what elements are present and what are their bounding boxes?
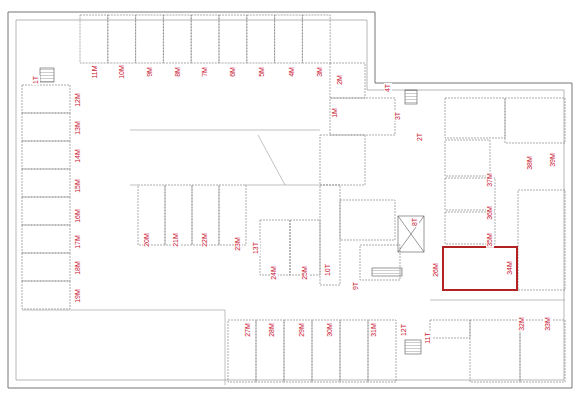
unit-number: 24M	[270, 265, 278, 281]
unit-number: 2M	[336, 74, 344, 86]
unit-number: 23M	[234, 236, 242, 252]
unit-number: 18M	[74, 260, 82, 276]
unit-number: 8M	[174, 66, 182, 78]
unit-number: 3M	[316, 66, 324, 78]
unit-number: 33M	[544, 316, 552, 332]
unit-number: 12T	[400, 323, 408, 337]
unit-number: 26M	[432, 262, 440, 278]
unit-number: 9T	[352, 281, 360, 291]
unit-number: 9M	[146, 66, 154, 78]
unit-number: 28M	[268, 322, 276, 338]
unit-number: 38M	[526, 155, 534, 171]
unit-number: 30M	[326, 322, 334, 338]
unit-number: 10T	[324, 263, 332, 277]
unit-number: 22M	[201, 232, 209, 248]
unit-number: 5M	[258, 66, 266, 78]
inner-wall	[16, 20, 564, 380]
unit-number: 29M	[298, 322, 306, 338]
storage-units	[22, 15, 565, 382]
unit-number: 31M	[370, 322, 378, 338]
unit-number: 14M	[74, 148, 82, 164]
unit-number: 7M	[201, 66, 209, 78]
unit-number: 12M	[74, 92, 82, 108]
unit-number: 6M	[229, 66, 237, 78]
unit-number: 39M	[549, 152, 557, 168]
unit-number: 16M	[74, 208, 82, 224]
unit-number: 32M	[518, 316, 526, 332]
unit-number: 3T	[394, 111, 402, 121]
unit-number: 11T	[424, 331, 432, 345]
unit-number: 25M	[301, 265, 309, 281]
unit-number: 13M	[74, 120, 82, 136]
unit-number: 34M	[506, 260, 514, 276]
unit-number: 11M	[91, 64, 99, 79]
unit-number: 27M	[244, 322, 252, 338]
unit-number: 15M	[74, 178, 82, 194]
unit-number: 1T	[32, 75, 40, 85]
unit-number: 36M	[486, 205, 494, 221]
unit-number: 13T	[252, 241, 260, 255]
drive-lines	[22, 130, 565, 385]
unit-number: 1M	[331, 107, 339, 119]
unit-number: 37M	[486, 172, 494, 188]
unit-number: 2T	[416, 132, 424, 142]
unit-number: 35M	[486, 232, 494, 248]
unit-number: 8T	[411, 217, 419, 227]
unit-number: 20M	[143, 232, 151, 248]
unit-number: 4T	[384, 83, 392, 93]
unit-number: 19M	[74, 288, 82, 304]
unit-number: 17M	[74, 234, 82, 250]
stair-symbols	[40, 68, 421, 354]
highlight-box	[443, 247, 517, 290]
unit-number: 10M	[118, 64, 126, 80]
elevator-symbol	[398, 216, 424, 252]
outer-wall	[8, 12, 572, 388]
unit-number: 21M	[172, 232, 180, 248]
unit-number: 4M	[288, 66, 296, 78]
